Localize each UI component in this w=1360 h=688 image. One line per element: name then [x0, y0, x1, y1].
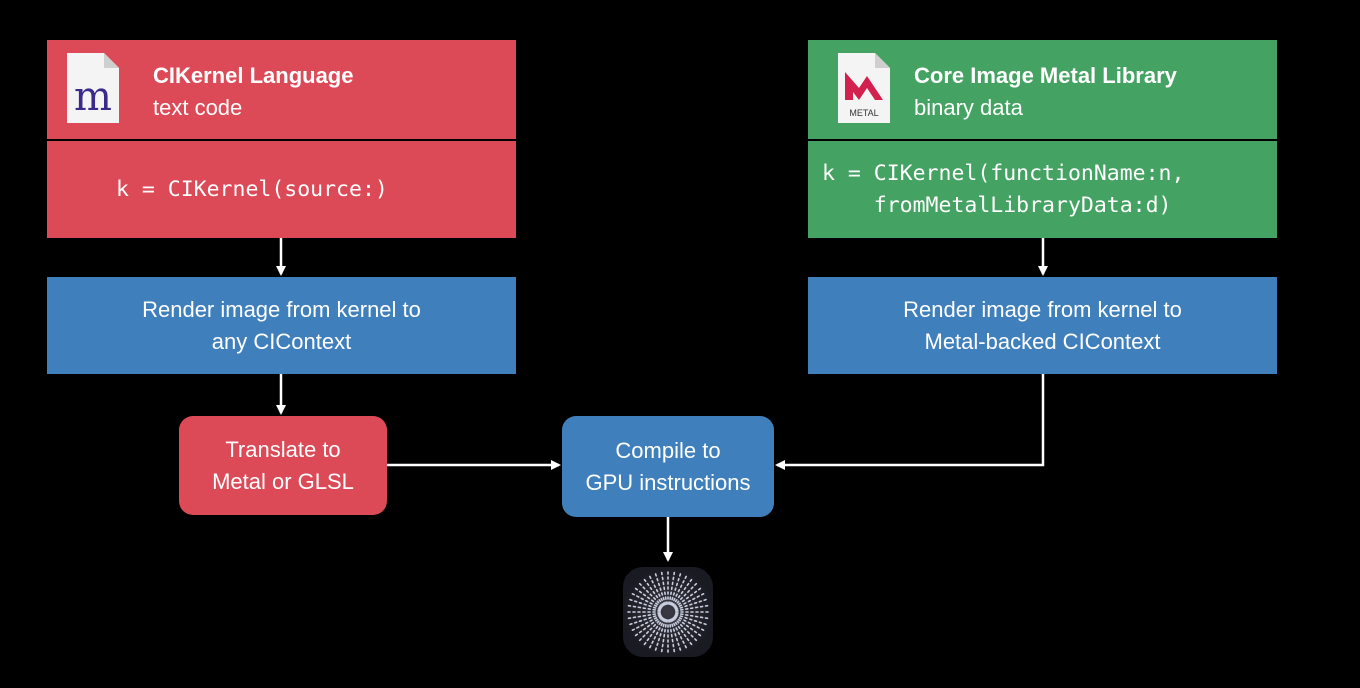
gpu-ray [660, 619, 668, 653]
gpu-ray [672, 582, 698, 608]
metal-library-icon: METAL [837, 52, 891, 124]
gpu-ray [643, 578, 665, 607]
gpu-chip-icon [622, 566, 714, 658]
gpu-ray [654, 618, 667, 651]
cikernel-source-code: k = CIKernel(source:) [116, 176, 388, 202]
gpu-ray [675, 604, 709, 612]
gpu-ray [670, 575, 687, 606]
metal-library-code-line-2: fromMetalLibraryData:d) [822, 192, 1172, 218]
arrow-metal-render-to-compile [775, 374, 1045, 470]
gpu-ray [627, 612, 661, 620]
core-image-metal-library-header: METAL Core Image Metal Library binary da… [808, 40, 1277, 139]
metal-library-code-line-1: k = CIKernel(functionName:n, [822, 160, 1185, 186]
gpu-ray [660, 571, 668, 605]
render-any-cicontext-box: Render image from kernel to any CIContex… [47, 277, 516, 374]
gpu-ray [669, 573, 682, 606]
gpu-ray [671, 617, 693, 646]
metal-icon-label: METAL [849, 108, 878, 118]
cikernel-language-title: CIKernel Language [153, 63, 354, 88]
gpu-ray [668, 619, 676, 653]
translate-line-2: Metal or GLSL [212, 468, 354, 494]
cikernel-source-code-box: k = CIKernel(source:) [47, 141, 516, 238]
gpu-ray [668, 571, 676, 605]
gpu-ray [631, 592, 662, 610]
gpu-ray [675, 612, 709, 620]
translate-line-1: Translate to [225, 436, 341, 462]
gpu-ray [631, 614, 662, 631]
compile-to-gpu-box: Compile to GPU instructions [562, 416, 774, 517]
gpu-ray [629, 598, 662, 611]
gpu-ray [629, 613, 662, 626]
gpu-ray [648, 618, 666, 649]
gpu-ray [671, 578, 693, 607]
gpu-ray [673, 615, 702, 637]
gpu-ray [634, 615, 663, 637]
gpu-ray [674, 592, 705, 610]
compile-line-1: Compile to [615, 437, 721, 463]
gpu-ray [673, 587, 702, 609]
gpu-ray [672, 616, 698, 642]
render-metal-backed-box: Render image from kernel to Metal-backed… [808, 277, 1277, 374]
cikernel-language-subtitle: text code [153, 95, 243, 120]
gpu-ray [638, 582, 664, 608]
render-any-line-2: any CIContext [211, 328, 352, 354]
gpu-ray [670, 618, 687, 649]
metal-library-code-box: k = CIKernel(functionName:n, fromMetalLi… [808, 141, 1277, 238]
gpu-ray [654, 573, 667, 606]
gpu-ray [674, 613, 707, 626]
gpu-ray [643, 617, 665, 646]
metal-library-title: Core Image Metal Library [914, 63, 1177, 88]
translate-to-metal-glsl-box: Translate to Metal or GLSL [179, 416, 387, 515]
gpu-ray [674, 598, 707, 611]
gpu-ray [634, 587, 663, 609]
gpu-ray [648, 575, 666, 606]
compile-line-2: GPU instructions [585, 469, 751, 495]
m-icon-letter: m [74, 74, 112, 120]
metal-shading-language-m-icon: m [66, 52, 120, 124]
cikernel-language-header: m CIKernel Language text code [47, 40, 516, 139]
render-metal-line-2: Metal-backed CIContext [924, 328, 1161, 354]
gpu-ray [638, 616, 664, 642]
render-any-line-1: Render image from kernel to [142, 296, 421, 322]
gpu-ray [627, 604, 661, 612]
gpu-ray [674, 614, 705, 631]
render-metal-line-1: Render image from kernel to [903, 296, 1182, 322]
metal-library-subtitle: binary data [914, 95, 1023, 120]
gpu-ray [669, 618, 682, 651]
